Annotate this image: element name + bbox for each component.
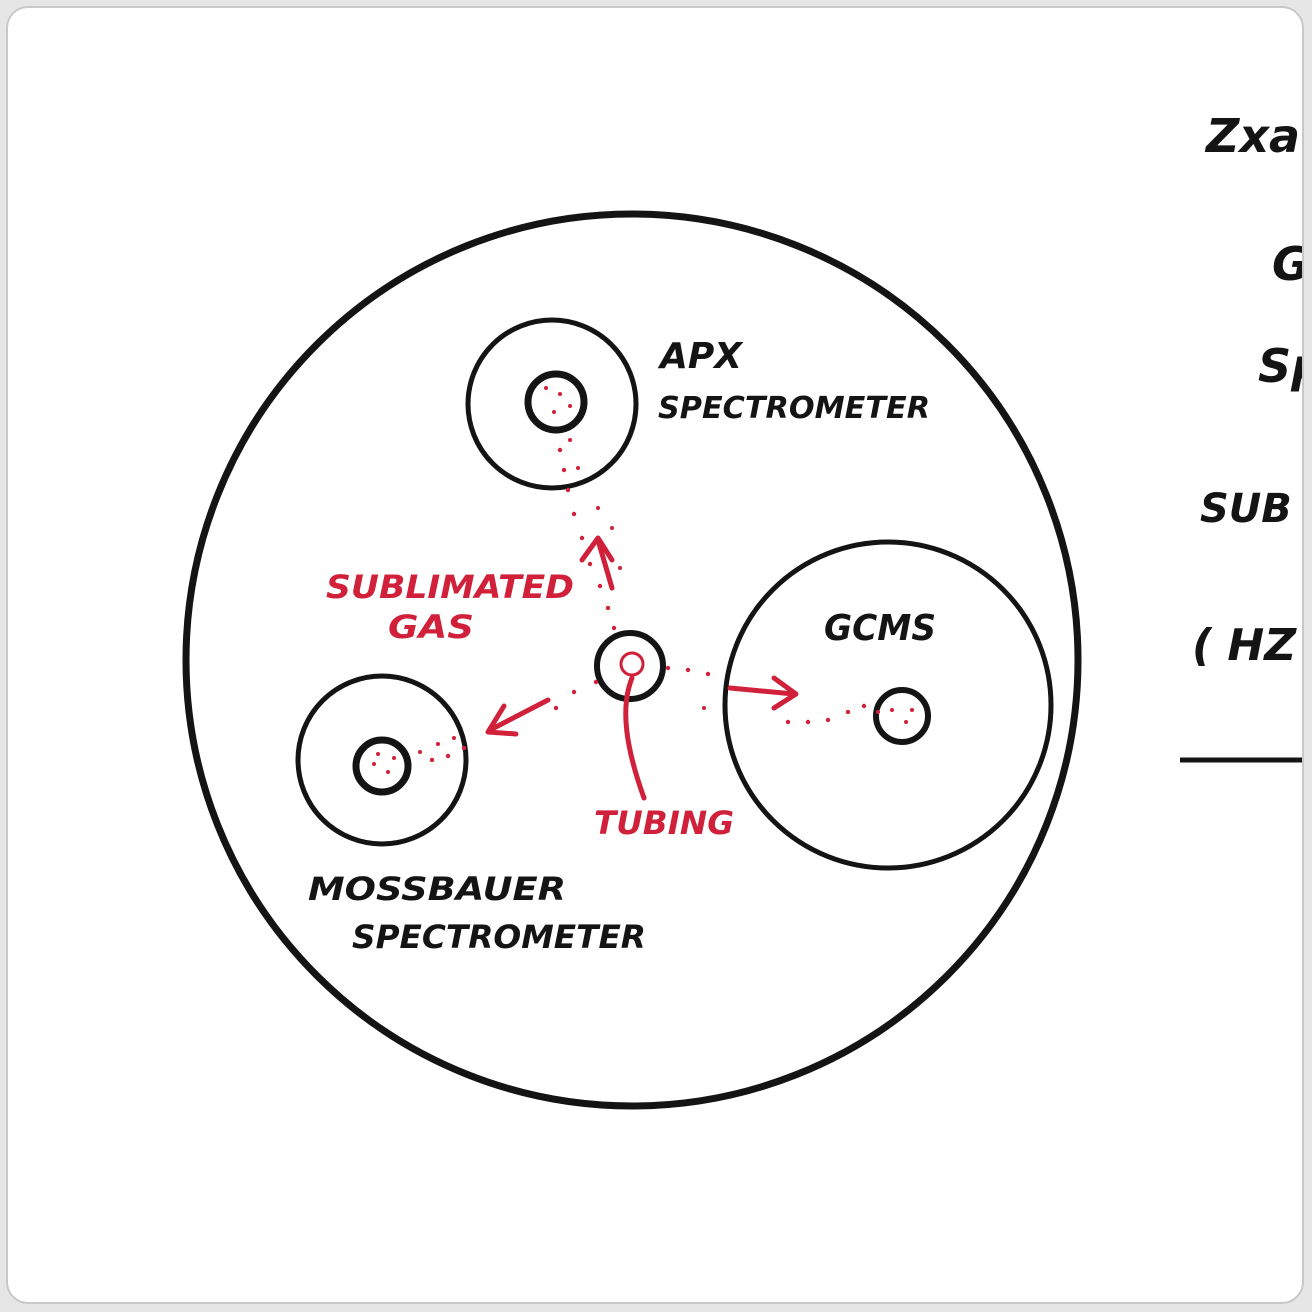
mossbauer-label-line1: MOSSBAUER	[308, 870, 566, 908]
gcms-inlet-circle	[873, 687, 931, 745]
sketch-card: APX SPECTROMETER GCMS MOSSBAUER SPECTROM…	[6, 6, 1304, 1304]
tubing-leader-line	[623, 675, 647, 801]
apx-outer-circle	[465, 317, 639, 491]
arrow-to-mossbauer	[485, 697, 551, 737]
mossbauer-inlet-circle	[352, 736, 412, 796]
tubing-core-circle	[619, 651, 645, 677]
gas-dots	[372, 386, 914, 774]
apx-label-line2: SPECTROMETER	[658, 391, 930, 426]
sublimated-gas-label-line2: GAS	[388, 608, 474, 646]
mossbauer-outer-circle	[295, 673, 469, 847]
side-note-line4: SUB	[1200, 486, 1292, 532]
apx-label-line1: APX	[657, 336, 744, 377]
gcms-label: GCMS	[824, 608, 936, 649]
flow-arrows	[485, 535, 799, 801]
outer-body-circle	[182, 210, 1082, 1110]
arrow-to-gcms	[727, 675, 799, 711]
side-note-line1: Zxa	[1204, 109, 1300, 163]
side-note-line5: ( HZ	[1192, 620, 1297, 671]
tubing-label: TUBING	[594, 804, 734, 842]
sublimated-gas-label-line1: SUBLIMATED	[326, 568, 574, 606]
gcms-outer-circle	[722, 539, 1054, 871]
side-note-line3: Sp	[1258, 339, 1304, 393]
arrow-to-apx	[579, 535, 615, 591]
apx-inlet-circle	[524, 370, 588, 434]
side-note-line2: G	[1272, 237, 1304, 291]
tubing-source-circle	[594, 630, 666, 702]
instrument-diagram: APX SPECTROMETER GCMS MOSSBAUER SPECTROM…	[182, 109, 1304, 1110]
mossbauer-label-line2: SPECTROMETER	[352, 918, 646, 956]
